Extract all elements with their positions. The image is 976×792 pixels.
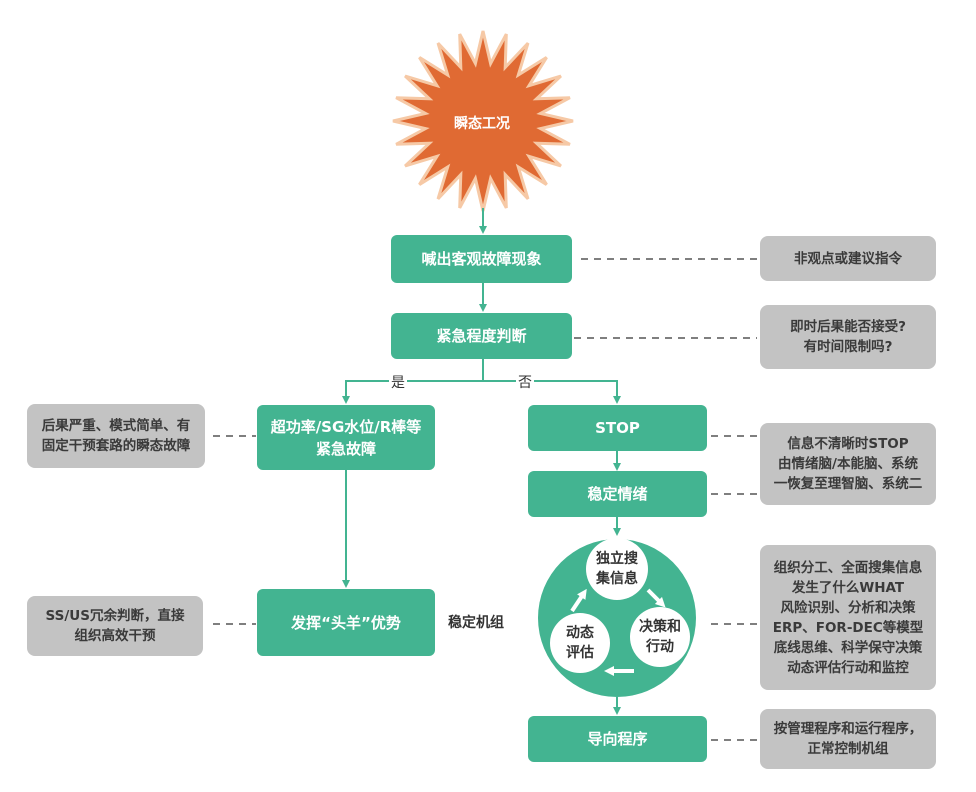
flow-arrows [342,208,621,715]
note-severe-transient: 后果严重、模式简单、有 固定干预套路的瞬态故障 [27,404,205,468]
step-shout-phenomenon: 喊出客观故障现象 [391,235,572,283]
cycle-node-decide: 决策和 行动 [630,607,690,667]
step-calm-emotions: 稳定情绪 [528,471,707,517]
note-consequence-line-2: 有时间限制吗? [803,339,893,355]
note-cycle-line-3: 风险识别、分析和决策 [780,599,916,616]
cycle-decide-line-1: 决策和 [639,619,681,635]
note-severe-line-1: 后果严重、模式简单、有 [41,418,191,434]
cycle-evaluate-line-1: 动态 [566,625,594,641]
cycle-node-search: 独立搜 集信息 [586,538,648,600]
note-cycle-line-1: 组织分工、全面搜集信息 [773,559,923,576]
emergency-fault-line-2: 紧急故障 [315,439,376,458]
start-label: 瞬态工况 [454,116,510,132]
cycle-decide-line-2: 行动 [646,639,674,655]
cycle-arrows [570,588,666,676]
note-guide-procedure: 按管理程序和运行程序， 正常控制机组 [760,709,936,769]
no-label: 否 [516,372,534,392]
step-leader-advantage: 发挥“头羊”优势 [257,589,435,656]
note-redundant-line-1: SS/US冗余判断，直接 [45,608,185,624]
step-emergency-fault: 超功率/SG水位/R棒等 紧急故障 [257,405,435,470]
note-redundant-judgment: SS/US冗余判断，直接 组织高效干预 [27,596,203,656]
note-cycle-line-2: 发生了什么WHAT [791,579,905,596]
step-stop: STOP [528,405,707,451]
note-stop-line-1: 信息不清晰时STOP [787,436,909,452]
note-guide-line-1: 按管理程序和运行程序， [773,721,923,737]
cycle-node-evaluate: 动态 评估 [550,613,610,673]
note-severe-line-2: 固定干预套路的瞬态故障 [41,438,191,454]
note-redundant-line-2: 组织高效干预 [74,628,156,644]
cycle-search-line-2: 集信息 [596,571,638,587]
note-cycle-explanation: 组织分工、全面搜集信息 发生了什么WHAT 风险识别、分析和决策 ERP、FOR… [760,545,936,690]
note-cycle-line-6: 动态评估行动和监控 [787,659,909,676]
note-consequence-question: 即时后果能否接受? 有时间限制吗? [760,305,936,369]
cycle-search-line-1: 独立搜 [596,551,638,567]
note-stop-explanation: 信息不清晰时STOP 由情绪脑/本能脑、系统 一恢复至理智脑、系统二 [760,423,936,505]
stabilize-unit-label: 稳定机组 [448,615,504,631]
note-guide-line-2: 正常控制机组 [807,741,889,757]
note-not-opinion-line-1: 非观点或建议指令 [794,250,902,267]
step-urgency-judgment: 紧急程度判断 [391,313,572,359]
note-stop-line-3: 一恢复至理智脑、系统二 [773,476,923,492]
note-consequence-line-1: 即时后果能否接受? [790,319,906,335]
step-guide-procedure: 导向程序 [528,716,707,762]
cycle-evaluate-line-2: 评估 [566,645,594,661]
yes-label: 是 [389,372,407,392]
note-cycle-line-4: ERP、FOR-DEC等模型 [772,619,924,636]
note-cycle-line-5: 底线思维、科学保守决策 [773,639,923,656]
note-not-opinion: 非观点或建议指令 [760,236,936,281]
note-stop-line-2: 由情绪脑/本能脑、系统 [778,456,918,472]
dashed-connectors [213,258,757,741]
emergency-fault-line-1: 超功率/SG水位/R棒等 [270,417,422,436]
